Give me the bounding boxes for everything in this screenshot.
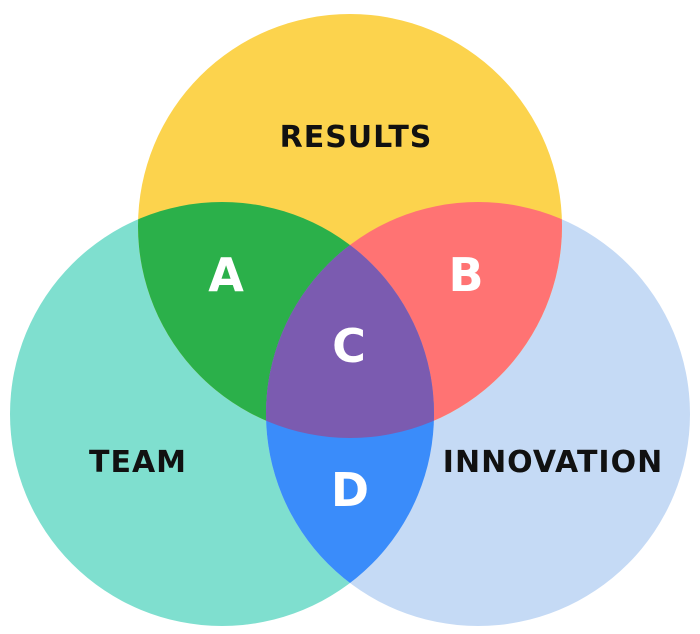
region-c-label: C xyxy=(332,319,366,373)
region-d-label: D xyxy=(331,463,369,517)
region-c-shape xyxy=(266,202,434,438)
region-a-label: A xyxy=(208,248,244,302)
innovation-label: INNOVATION xyxy=(443,445,663,480)
team-label: TEAM xyxy=(89,445,187,480)
region-b-label: B xyxy=(448,248,483,302)
results-label: RESULTS xyxy=(280,120,433,155)
